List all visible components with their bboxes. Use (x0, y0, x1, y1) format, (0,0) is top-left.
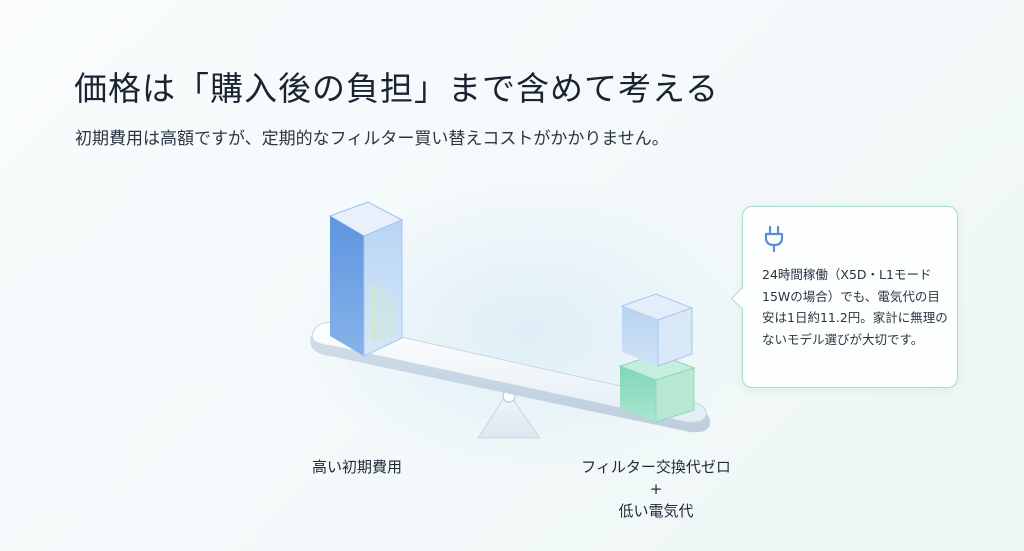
label-low-electricity: 低い電気代 (618, 502, 694, 520)
page-subtitle: 初期費用は高額ですが、定期的なフィルター買い替えコストがかかりません。 (75, 129, 669, 149)
info-card: 24時間稼働（X5D・L1モード 15Wの場合）でも、電気代の目安は1日約11.… (730, 206, 958, 388)
scale-beam (310, 321, 710, 433)
stacked-cubes (618, 293, 696, 423)
balance-scale-illustration (310, 201, 710, 439)
purifier-tower (328, 201, 404, 357)
label-filter-zero: フィルター交換代ゼロ (581, 458, 731, 476)
card-pointer (730, 287, 753, 310)
label-low-running-cost: フィルター交換代ゼロ + 低い電気代 (565, 456, 747, 522)
plug-icon (764, 225, 784, 253)
label-plus: + (649, 480, 663, 498)
page-title: 価格は「購入後の負担」まで含めて考える (74, 69, 720, 108)
label-high-initial-cost: 高い初期費用 (312, 458, 403, 476)
info-card-text: 24時間稼働（X5D・L1モード 15Wの場合）でも、電気代の目安は1日約11.… (762, 267, 948, 347)
